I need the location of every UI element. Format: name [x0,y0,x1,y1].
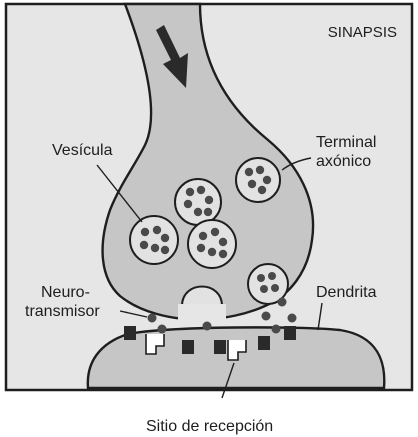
diagram-title: SINAPSIS [328,24,397,41]
axon-terminal-label-line1: Terminal [316,134,376,151]
receptor-site [284,326,296,340]
receptor-site [214,340,226,354]
neurotransmitter-label-line2: transmisor [25,303,100,320]
receptor-site [182,340,194,354]
dendrite-label: Dendrita [316,284,377,301]
axon-terminal-label-line2: axónico [316,153,371,170]
vesicle [236,158,280,202]
receptor-site [124,326,136,340]
receptor-site-label: Sitio de recepción [146,418,273,435]
vesicle-label: Vesícula [52,142,113,159]
receptor-site [258,336,270,350]
neurotransmitter-label-line1: Neuro- [41,284,90,301]
vesicle [188,220,236,268]
vesicle [175,179,221,225]
vesicle [130,216,178,264]
